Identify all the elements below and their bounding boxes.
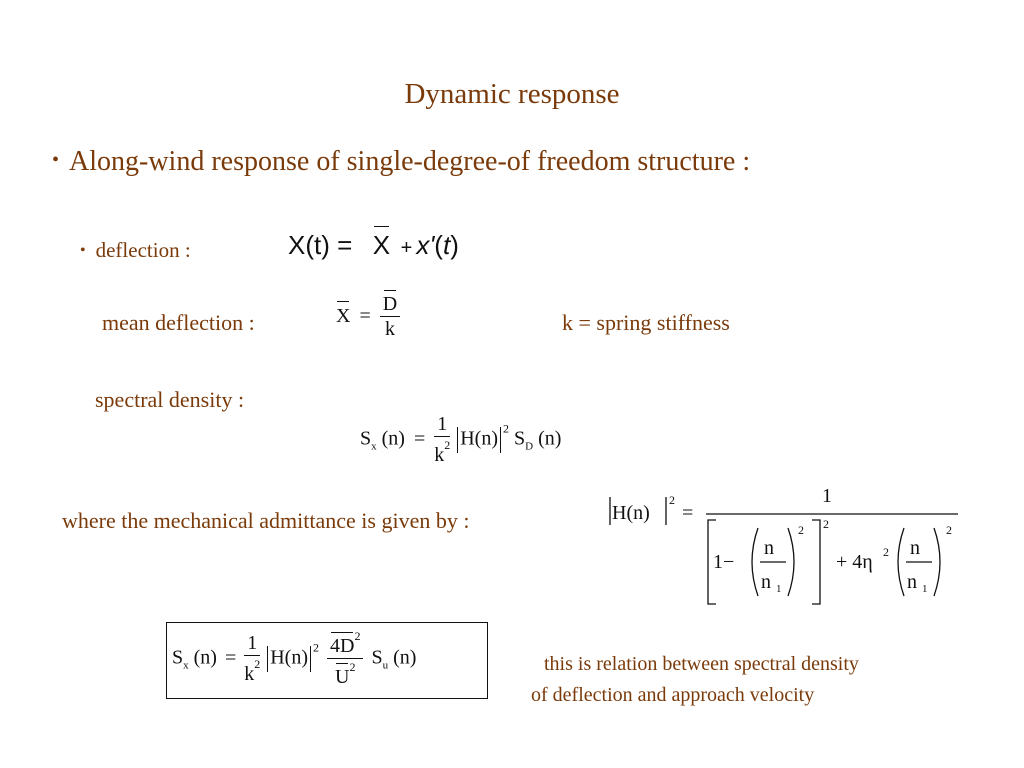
sub-x: x — [371, 440, 377, 453]
paren-open: ( — [434, 230, 443, 260]
exp-2: 2 — [669, 493, 675, 507]
spectral-density-equation: Sx (n) = 1 k2 H(n)2 SD (n) — [360, 414, 561, 466]
paren-left — [897, 527, 905, 597]
boxed-equation-frame — [166, 622, 488, 699]
equals: = — [413, 427, 426, 450]
s-symbol: S — [371, 646, 383, 669]
bullet-main: • Along-wind response of single-degree-of… — [52, 146, 750, 178]
admittance-label: where the mechanical admittance is given… — [62, 508, 470, 533]
equals: = — [359, 304, 371, 327]
arg-n: (n) — [381, 427, 405, 450]
exp-2: 2 — [883, 545, 889, 559]
sub-u: u — [382, 659, 389, 672]
exp-2: 2 — [503, 421, 509, 436]
deflection-lhs: X(t) = — [288, 230, 353, 260]
equals: = — [224, 646, 237, 669]
exp-2: 2 — [313, 640, 319, 655]
h-of-n: H(n) — [270, 646, 308, 669]
exp-2: 2 — [444, 438, 451, 452]
mean-d: D — [382, 290, 398, 315]
paren-right — [933, 527, 941, 597]
paren-close: ) — [450, 230, 459, 260]
k-symbol: k — [434, 444, 445, 466]
admittance-equation: H(n) 2 = 1 1− n n 1 2 2 + 4η 2 n n 1 2 — [609, 485, 958, 605]
numerator: 1 — [244, 633, 261, 656]
exp-2: 2 — [946, 523, 952, 537]
deflection-equation: X(t) = X +x'(t) — [288, 226, 459, 261]
exp-2: 2 — [798, 523, 804, 537]
plus-sign: + — [400, 237, 413, 259]
mean-deflection-label: mean deflection : — [102, 310, 255, 335]
bracket-right — [812, 519, 821, 605]
fraction-1-over-k2: 1 k2 — [434, 414, 451, 466]
paren-left — [751, 527, 759, 597]
fraction-d-over-k: D k — [379, 290, 401, 340]
abs-bar-left — [267, 646, 269, 672]
plus-4-eta: + 4η — [836, 551, 873, 573]
fluctuating-x-symbol: x' — [416, 230, 435, 260]
arg-n: (n) — [393, 646, 417, 669]
h-of-n: H(n) — [612, 502, 650, 524]
denominator-n1: n — [907, 571, 917, 593]
relation-note-line-2: of deflection and approach velocity — [531, 684, 815, 706]
bullet-deflection: • deflection : — [80, 238, 191, 263]
fraction-1-over-k2: 1 k2 — [244, 633, 261, 685]
abs-bar-left — [457, 427, 459, 453]
bullet-dot: • — [80, 242, 86, 259]
exp-2: 2 — [354, 629, 361, 643]
arg-n: (n) — [538, 427, 562, 450]
slide-title: Dynamic response — [404, 78, 620, 110]
bullet-main-text: Along-wind response of single-degree-of … — [69, 146, 751, 177]
mean-x-symbol: X — [372, 226, 391, 260]
u-mean: U — [335, 663, 350, 688]
arg-n: (n) — [193, 646, 217, 669]
exp-2: 2 — [823, 517, 829, 531]
sub-d: D — [525, 440, 534, 453]
sub-1: 1 — [776, 583, 782, 595]
bracket-left — [707, 519, 716, 605]
mean-x: X — [336, 300, 351, 327]
numerator: 4D2 — [327, 629, 364, 659]
relation-note-line-1: this is relation between spectral densit… — [544, 653, 859, 675]
spectral-density-label: spectral density : — [95, 387, 245, 412]
numerator-n: n — [910, 537, 920, 559]
exp-2: 2 — [254, 657, 261, 671]
k-symbol: k — [244, 663, 255, 685]
s-symbol: S — [172, 646, 184, 669]
numerator: 1 — [434, 414, 451, 437]
bullet-dot: • — [52, 149, 60, 171]
numerator-n: n — [764, 537, 774, 559]
fraction-d2-over-u2: 4D2 U2 — [327, 629, 364, 688]
sub-1: 1 — [922, 583, 928, 595]
s-symbol: S — [514, 427, 526, 450]
spring-stiffness-note: k = spring stiffness — [562, 310, 730, 335]
denominator: U2 — [327, 659, 363, 688]
boxed-equation: Sx (n) = 1 k2 H(n)2 4D2 U2 Su (n) — [172, 630, 416, 688]
abs-bar-right — [500, 427, 501, 453]
deflection-label: deflection : — [95, 238, 191, 262]
sub-x: x — [183, 659, 189, 672]
paren-right — [787, 527, 795, 597]
denominator: k2 — [244, 656, 260, 685]
s-symbol: S — [360, 427, 372, 450]
time-symbol: t — [442, 230, 451, 260]
h-of-n: H(n) — [460, 427, 498, 450]
four-d-mean: 4D — [330, 632, 355, 657]
denominator-n1: n — [761, 571, 771, 593]
exp-2: 2 — [349, 660, 356, 674]
equals: = — [682, 502, 693, 524]
mean-deflection-equation: X = D k — [336, 290, 401, 340]
one-minus: 1− — [713, 551, 734, 573]
denominator: k — [384, 318, 395, 340]
abs-bar-right — [310, 646, 311, 672]
numerator-one: 1 — [822, 485, 832, 507]
denominator: k2 — [434, 437, 450, 466]
numerator: D — [379, 290, 401, 317]
